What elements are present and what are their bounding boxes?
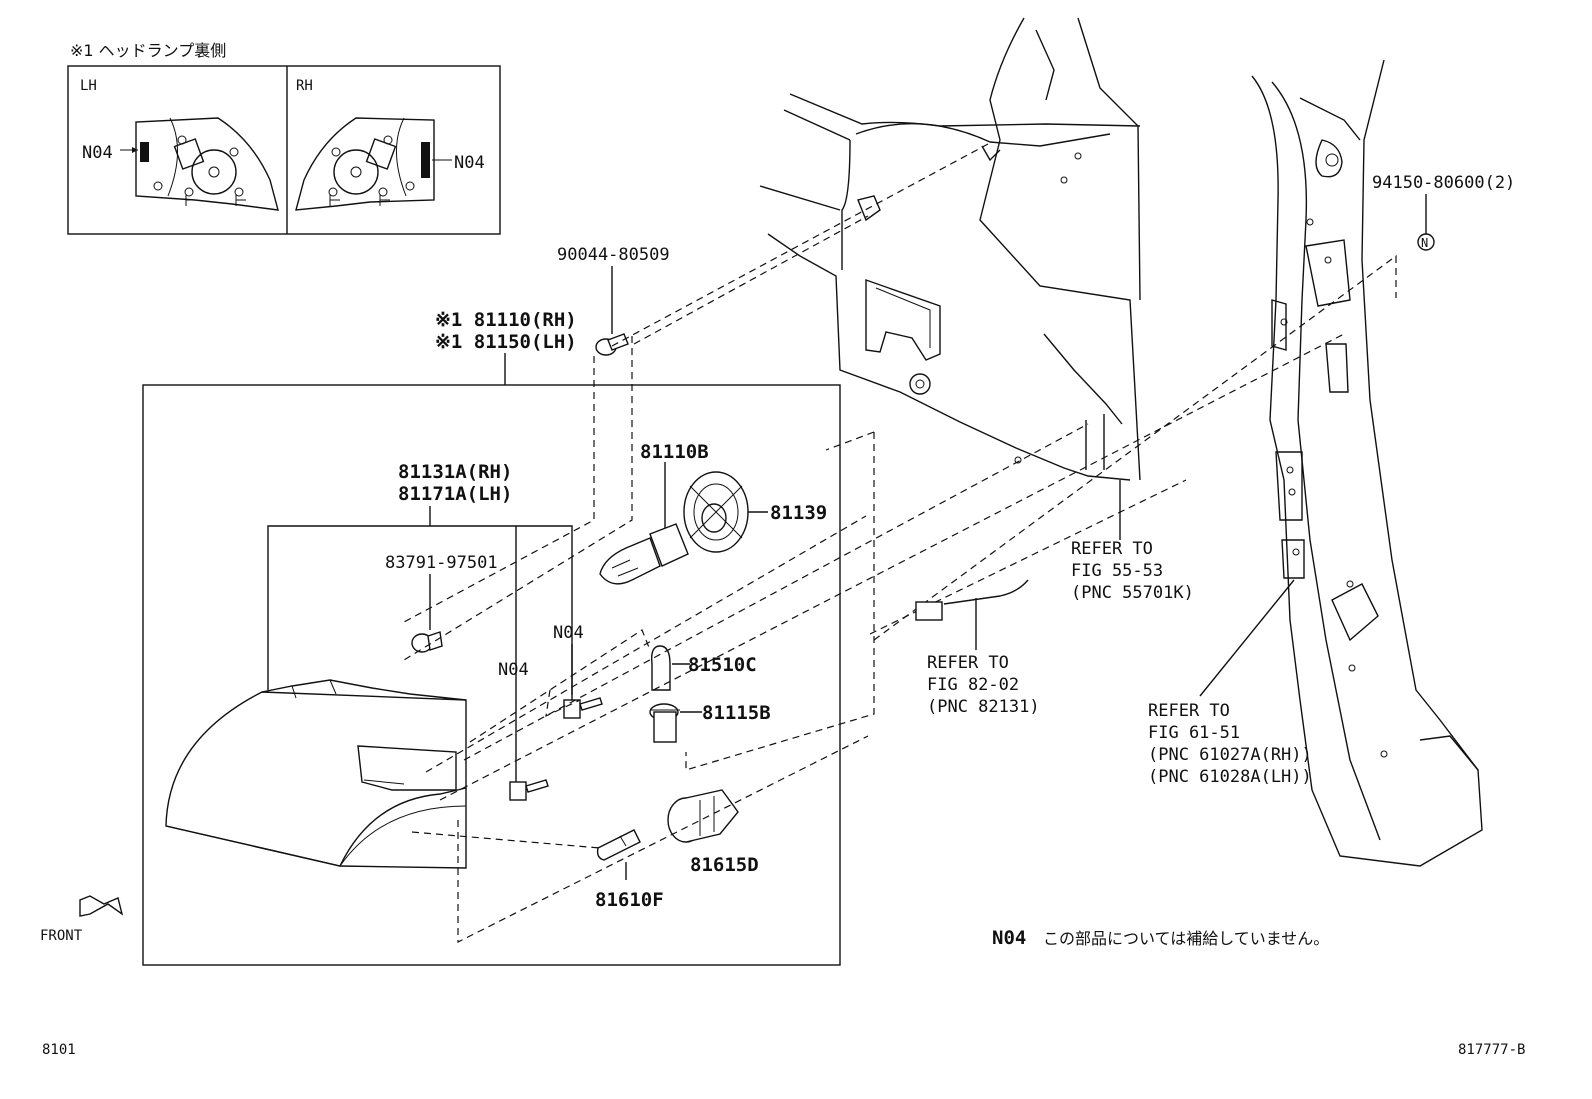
headlamp-unit-drawing — [165, 679, 467, 869]
n-mark-circle-icon — [1417, 233, 1435, 251]
svg-text:FIG 61-51: FIG 61-51 — [1148, 723, 1240, 743]
body-inner-panel-drawing — [759, 17, 1141, 540]
label-81171a: 81171A(LH) — [398, 483, 512, 505]
note-code: N04 — [992, 927, 1026, 949]
lh-lamp-back-drawing — [120, 117, 279, 211]
footer-left: 8101 — [42, 1042, 76, 1058]
clip-90044 — [595, 333, 629, 356]
lh-n04-marker — [140, 142, 149, 162]
label-81110: ※1 81110(RH) — [435, 309, 577, 331]
svg-text:FIG 82-02: FIG 82-02 — [927, 675, 1019, 695]
label-81115b: 81115B — [702, 702, 771, 724]
label-81510c: 81510C — [688, 654, 757, 676]
label-81610f: 81610F — [595, 889, 664, 911]
socket-81615d — [667, 789, 739, 843]
screw-n04-upper — [563, 697, 603, 719]
wire-connector-drawing — [915, 579, 1029, 650]
label-81139: 81139 — [770, 502, 827, 524]
svg-text:FIG 55-53: FIG 55-53 — [1071, 561, 1163, 581]
socket-81115b — [649, 703, 680, 743]
svg-text:(PNC 61027A(RH)): (PNC 61027A(RH)) — [1148, 745, 1312, 765]
label-n04-upper: N04 — [553, 623, 584, 643]
label-90044: 90044-80509 — [557, 245, 670, 265]
inset-headlamp-rear: ※1 ヘッドランプ裏側 LH RH N04 — [67, 41, 501, 235]
front-arrow-icon — [79, 895, 124, 917]
rh-n04-marker — [421, 142, 430, 178]
inset-rh-label: RH — [296, 78, 313, 94]
note-text: この部品については補給していません。 — [1043, 929, 1329, 948]
label-81615d: 81615D — [690, 854, 759, 876]
n-mark-label: N — [1421, 236, 1428, 250]
dashed-leaders — [403, 143, 1397, 943]
inset-n04-right: N04 — [454, 153, 485, 173]
svg-text:(PNC 61028A(LH)): (PNC 61028A(LH)) — [1148, 767, 1312, 787]
pillar-drawing — [1251, 59, 1483, 867]
label-83791: 83791-97501 — [385, 553, 498, 573]
footer-right: 817777-B — [1458, 1042, 1525, 1058]
label-n04-lower: N04 — [498, 660, 529, 680]
rh-lamp-back-drawing — [295, 117, 452, 211]
front-label: FRONT — [40, 928, 83, 944]
refer-fig-55-53: REFER TO FIG 55-53 (PNC 55701K) — [1071, 539, 1194, 603]
bulb-81610f — [596, 829, 641, 861]
svg-text:(PNC 55701K): (PNC 55701K) — [1071, 583, 1194, 603]
svg-text:REFER TO: REFER TO — [1071, 539, 1153, 559]
svg-text:REFER TO: REFER TO — [1148, 701, 1230, 721]
refer-fig-82-02: REFER TO FIG 82-02 (PNC 82131) — [927, 653, 1040, 717]
inset-n04-left: N04 — [82, 143, 113, 163]
clip-83791 — [411, 631, 443, 653]
label-94150: 94150-80600(2) — [1372, 173, 1515, 193]
screw-n04-lower — [509, 779, 549, 801]
svg-text:REFER TO: REFER TO — [927, 653, 1009, 673]
label-81150: ※1 81150(LH) — [435, 331, 577, 353]
inset-title: ※1 ヘッドランプ裏側 — [70, 41, 226, 60]
label-81110b: 81110B — [640, 441, 709, 463]
label-81131a: 81131A(RH) — [398, 461, 512, 483]
assembly-frame — [142, 384, 841, 966]
bulb-81110b — [599, 523, 689, 585]
svg-text:(PNC 82131): (PNC 82131) — [927, 697, 1040, 717]
refer-fig-61-51: REFER TO FIG 61-51 (PNC 61027A(RH)) (PNC… — [1148, 701, 1312, 787]
inset-lh-label: LH — [80, 78, 97, 94]
cap-81139 — [683, 471, 749, 553]
